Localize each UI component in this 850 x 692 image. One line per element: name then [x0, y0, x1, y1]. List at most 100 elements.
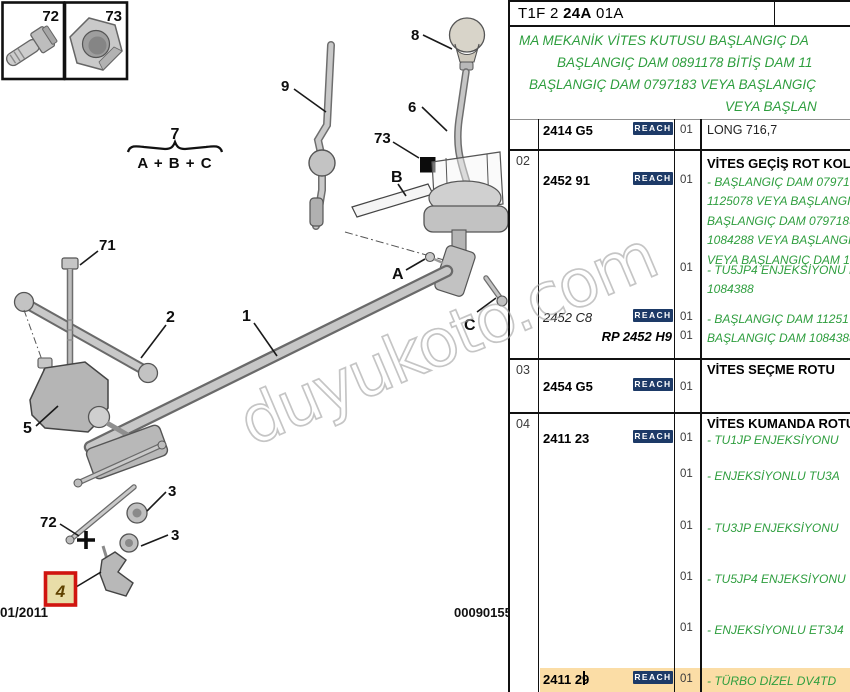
callout-6: 6: [408, 99, 416, 116]
row-title: VİTES SEÇME ROTU: [707, 362, 835, 377]
section-number: 02: [516, 154, 530, 168]
desc-line: - ENJEKSİYONLU ET3J4: [707, 623, 844, 637]
header-cell-divider: [774, 2, 775, 25]
part-number[interactable]: 2452 91: [543, 173, 590, 188]
black-square-icon: [420, 157, 436, 173]
callout-1: 1: [242, 308, 251, 325]
callout-72: 72: [40, 514, 57, 531]
desc-line: - TU5JP4 ENJEKSİYONU: [707, 572, 846, 586]
bolt-icon: [5, 25, 58, 67]
qty-cell: 01: [680, 262, 693, 274]
part-number[interactable]: 2452 C8: [543, 310, 593, 325]
desc-line: - BAŞLANGIÇ DAM 112517: [707, 312, 850, 326]
qty-cell: 01: [680, 330, 693, 342]
intro-line: MA MEKANİK VİTES KUTUSU BAŞLANGIÇ DA: [519, 33, 809, 48]
brace-icon: [126, 138, 224, 153]
header-divider: [510, 25, 850, 27]
desc-line: - TU1JP ENJEKSİYONU: [707, 433, 839, 447]
part-A-bolt: A: [392, 251, 444, 283]
diagram-svg: 72 73 7 A + B + C: [0, 1, 512, 620]
qty-cell: 01: [680, 622, 693, 634]
reach-badge[interactable]: REACH: [633, 122, 673, 135]
part-number-input[interactable]: 2411 29: [543, 672, 590, 687]
callout-2: 2: [166, 309, 175, 326]
legend-label-72: 72: [42, 8, 59, 25]
part-number[interactable]: 2454 G5: [543, 379, 593, 394]
column-divider: [700, 119, 702, 692]
qty-cell: 01: [680, 468, 693, 480]
intro-line: BAŞLANGIÇ DAM 0797183 VEYA BAŞLANGIÇ: [529, 77, 816, 92]
column-divider: [538, 119, 539, 692]
parts-table-panel: T1F 2 24A 01A MA MEKANİK VİTES KUTUSU BA…: [508, 0, 850, 692]
text-cursor: [583, 671, 585, 685]
doc-number: 00090155: [454, 605, 508, 620]
desc-line: BAŞLANGIÇ DAM 0797183: [707, 213, 850, 228]
callout-4: 4: [55, 582, 66, 601]
doc-code-suffix: 01A: [591, 5, 624, 22]
desc-text: LONG 716,7: [707, 123, 778, 137]
part-9-lever: 9: [281, 41, 336, 230]
column-divider: [674, 119, 675, 692]
desc-line: - TÜRBO DİZEL DV4TD: [707, 674, 837, 688]
qty-cell: 01: [680, 381, 693, 393]
desc-line: 1084288 VEYA BAŞLANGIÇ: [707, 233, 850, 248]
row-divider: [510, 149, 850, 151]
qty-cell: 01: [680, 311, 693, 323]
intro-line: BAŞLANGIÇ DAM 0891178 BİTİŞ DAM 11: [557, 55, 813, 70]
desc-line: 1084388: [707, 282, 754, 297]
part-4-link: 4: [43, 545, 134, 607]
desc-lines: - TU5JP4 ENJEKSİYONU B 1084388: [707, 261, 850, 300]
part-number[interactable]: RP 2452 H9: [601, 329, 672, 344]
callout-5: 5: [23, 420, 32, 437]
callout-3b: 3: [171, 527, 179, 544]
callout-A: A: [392, 266, 404, 283]
desc-line: BAŞLANGIÇ DAM 1084388: [707, 331, 850, 345]
legend-label-73: 73: [105, 8, 122, 25]
row-divider: [510, 119, 850, 120]
doc-code-bold: 24A: [563, 5, 592, 22]
doc-code-prefix: T1F 2: [518, 5, 564, 22]
lower-link-assembly: 3 3: [65, 424, 179, 553]
reach-badge[interactable]: REACH: [633, 671, 673, 684]
qty-cell: 01: [680, 124, 693, 136]
part-1-main-rod: 1: [83, 264, 454, 454]
section-number: 04: [516, 417, 530, 431]
nut-icon: [69, 17, 123, 71]
callout-C: C: [464, 317, 476, 334]
row-title: VİTES GEÇİŞ ROT KOLU: [707, 156, 850, 171]
qty-cell: 01: [680, 673, 693, 685]
part-2-rod: 2: [13, 291, 175, 384]
reach-badge[interactable]: REACH: [633, 378, 673, 391]
highlighted-callout-box: [43, 571, 78, 607]
formula-parts: A + B + C: [137, 155, 212, 172]
legend-box-72: 72: [1, 1, 66, 81]
part-number[interactable]: 2414 G5: [543, 123, 593, 138]
qty-cell: 01: [680, 432, 693, 444]
exploded-diagram: 72 73 7 A + B + C: [0, 1, 512, 620]
callout-73: 73: [374, 130, 391, 147]
intro-line: VEYA BAŞLAN: [725, 99, 817, 114]
part-number[interactable]: 2411 23: [543, 431, 590, 446]
desc-line: - TU3JP ENJEKSİYONU: [707, 521, 839, 535]
reach-badge[interactable]: REACH: [633, 430, 673, 443]
desc-line: VEYA BAŞLANGIÇ DAM 10: [707, 252, 850, 267]
qty-cell: 01: [680, 174, 693, 186]
formula-result: 7: [171, 126, 180, 143]
callout-9: 9: [281, 78, 289, 95]
callout-8: 8: [411, 27, 419, 44]
section-number: 03: [516, 363, 530, 377]
row-title: VİTES KUMANDA ROTU KÖ: [707, 416, 850, 431]
part-8-knob: 8: [411, 17, 486, 71]
selected-row-highlight[interactable]: [539, 668, 850, 692]
desc-lines: - BAŞLANGIÇ DAM 079717 1125078 VEYA BAŞL…: [707, 173, 850, 270]
desc-line: - BAŞLANGIÇ DAM 079717: [707, 175, 850, 189]
formula-7-abc: 7 A + B + C: [126, 126, 224, 172]
reach-badge[interactable]: REACH: [633, 309, 673, 322]
desc-line: - TU5JP4 ENJEKSİYONU B: [707, 263, 850, 277]
callout-B: B: [391, 169, 403, 186]
reach-badge[interactable]: REACH: [633, 172, 673, 185]
part-73-marker: 73: [374, 130, 436, 173]
qty-cell: 01: [680, 571, 693, 583]
part-C-bolt: C: [464, 275, 508, 334]
